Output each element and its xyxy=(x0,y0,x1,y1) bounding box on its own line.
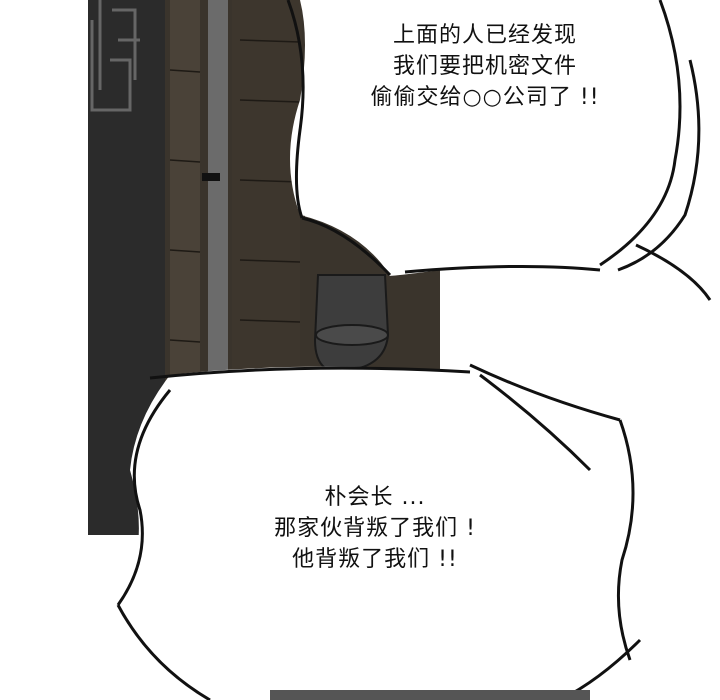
speech-bubble-1 xyxy=(290,0,720,286)
speech-bubble-2-text: 朴会长 ... 那家伙背叛了我们 ! 他背叛了我们 !! xyxy=(240,482,510,575)
bubble-2-line-1: 朴会长 ... xyxy=(324,485,426,510)
door-right xyxy=(232,0,302,390)
door-handle xyxy=(202,173,220,181)
door-wood-grain xyxy=(169,39,301,343)
wall-grille xyxy=(90,0,140,112)
speech-bubble-1-text: 上面的人已经发现 我们要把机密文件 偷偷交给○○公司了 !! xyxy=(330,20,640,113)
bubble-2-line-2: 那家伙背叛了我们 ! xyxy=(274,516,476,541)
toilet xyxy=(313,274,390,369)
bubble-1-line-2: 我们要把机密文件 xyxy=(392,54,577,79)
bubble-2-line-3: 他背叛了我们 !! xyxy=(292,547,458,572)
bottom-strip xyxy=(270,690,590,700)
speech-bubble-2 xyxy=(111,366,641,700)
speech-bubble-2-outline xyxy=(116,363,642,700)
bubble-1-line-3: 偷偷交给○○公司了 !! xyxy=(370,85,600,110)
door-panel xyxy=(170,0,200,390)
door-edge xyxy=(208,0,228,390)
speech-bubble-1-outline xyxy=(286,0,712,301)
bubble-1-line-1: 上面的人已经发现 xyxy=(392,23,577,48)
